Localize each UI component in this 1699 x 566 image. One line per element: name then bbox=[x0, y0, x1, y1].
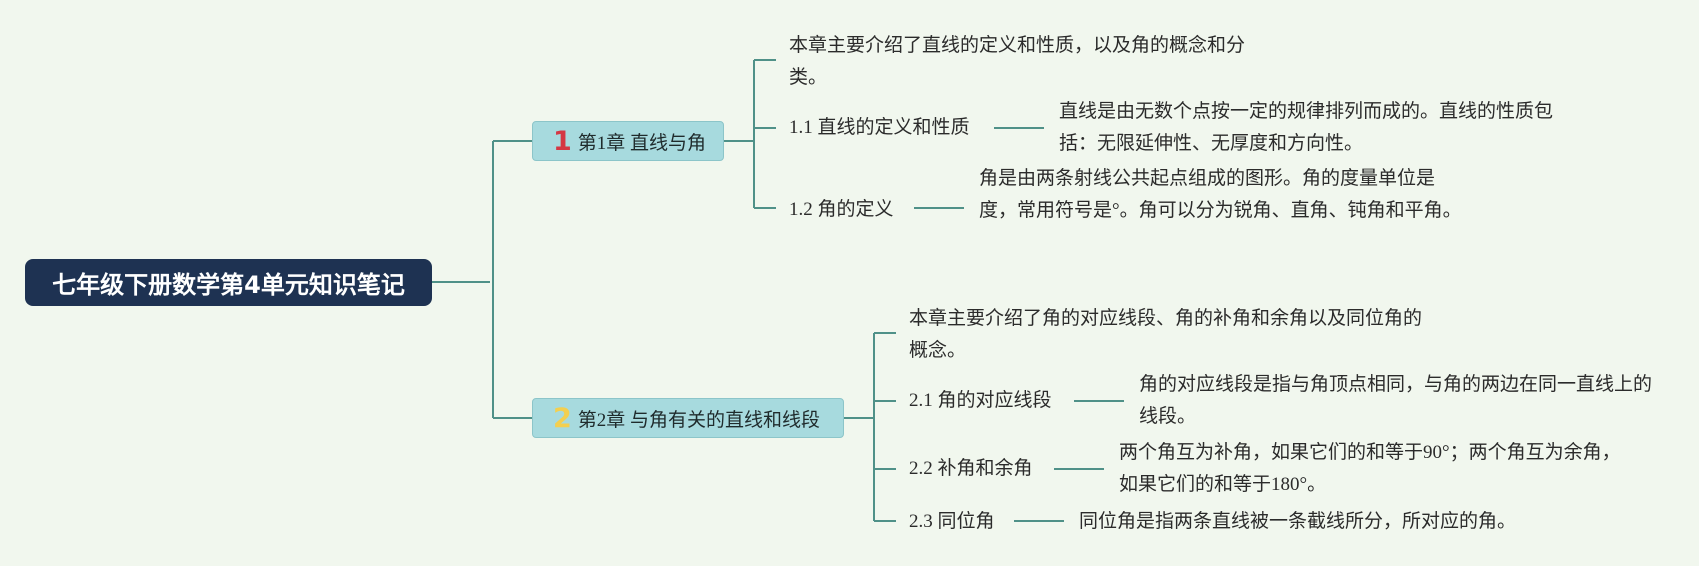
section-2-1-detail[interactable]: 角的对应线段是指与角顶点相同，与角的两边在同一直线上的线段。 bbox=[1139, 374, 1653, 427]
chapter-1-number: 1 bbox=[553, 125, 572, 157]
section-2-3-title[interactable]: 2.3 同位角 bbox=[909, 511, 995, 532]
chapter-1-label: 第1章 直线与角 bbox=[577, 132, 707, 154]
root-title: 七年级下册数学第4单元知识笔记 bbox=[52, 271, 405, 299]
section-2-2-title[interactable]: 2.2 补角和余角 bbox=[909, 458, 1033, 479]
section-2-3-detail[interactable]: 同位角是指两条直线被一条截线所分，所对应的角。 bbox=[1079, 511, 1517, 532]
chapter-1-topic[interactable]: 1 第1章 直线与角 bbox=[532, 121, 724, 161]
chapter-2-topic[interactable]: 2 第2章 与角有关的直线和线段 bbox=[532, 398, 844, 438]
chapter-2-label: 第2章 与角有关的直线和线段 bbox=[577, 409, 821, 431]
chapter-1-intro[interactable]: 本章主要介绍了直线的定义和性质，以及角的概念和分类。 bbox=[789, 35, 1246, 88]
section-1-1-title[interactable]: 1.1 直线的定义和性质 bbox=[789, 117, 970, 138]
section-1-2-detail[interactable]: 角是由两条射线公共起点组成的图形。角的度量单位是度，常用符号是°。角可以分为锐角… bbox=[979, 168, 1462, 221]
root-topic[interactable]: 七年级下册数学第4单元知识笔记 bbox=[25, 259, 432, 306]
section-1-2-title[interactable]: 1.2 角的定义 bbox=[789, 199, 894, 220]
section-1-1-detail[interactable]: 直线是由无数个点按一定的规律排列而成的。直线的性质包括：无限延伸性、无厚度和方向… bbox=[1059, 101, 1554, 154]
section-2-1-title[interactable]: 2.1 角的对应线段 bbox=[909, 390, 1052, 411]
chapter-2-number: 2 bbox=[553, 402, 572, 434]
section-2-2-detail[interactable]: 两个角互为补角，如果它们的和等于90°；两个角互为余角，如果它们的和等于180°… bbox=[1119, 442, 1621, 495]
chapter-2-intro[interactable]: 本章主要介绍了角的对应线段、角的补角和余角以及同位角的概念。 bbox=[909, 308, 1423, 361]
